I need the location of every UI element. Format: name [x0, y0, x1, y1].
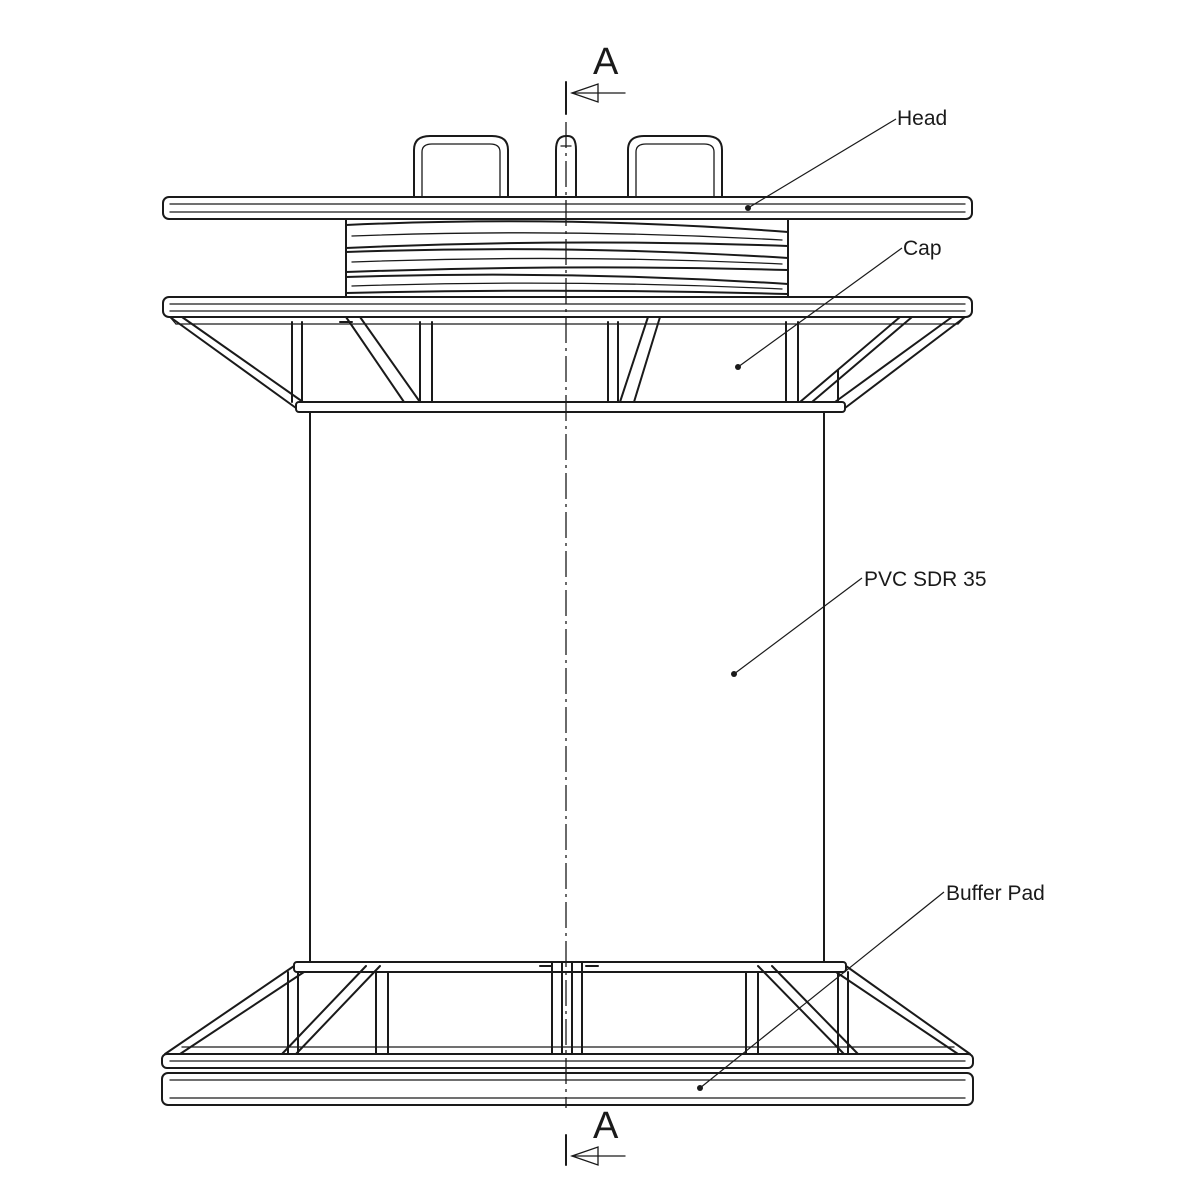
head-left-tab — [413, 135, 509, 198]
callout-buffer-pad: Buffer Pad — [697, 882, 1045, 1091]
section-label-top: A — [593, 41, 619, 83]
callout-head: Head — [745, 107, 947, 211]
cap-plate — [162, 296, 973, 318]
section-arrow-bottom — [570, 1146, 626, 1166]
head-center-spike — [555, 135, 577, 198]
cap-assembly — [162, 296, 973, 413]
head-right-tab — [627, 135, 723, 198]
section-label-bottom: A — [593, 1105, 619, 1147]
label-pipe: PVC SDR 35 — [864, 568, 987, 591]
callout-pipe: PVC SDR 35 — [731, 568, 987, 677]
base-assembly — [161, 961, 974, 1106]
label-head: Head — [897, 107, 947, 130]
buffer-pad — [161, 1072, 974, 1106]
label-buffer-pad: Buffer Pad — [946, 882, 1045, 905]
head-plate — [162, 196, 973, 220]
callout-cap: Cap — [735, 237, 942, 370]
cap-bottom-ring — [295, 401, 846, 413]
section-arrow-top — [570, 83, 626, 103]
head-assembly — [162, 135, 973, 220]
threaded-stem — [345, 218, 789, 297]
pvc-pipe — [309, 411, 825, 963]
label-cap: Cap — [903, 237, 942, 260]
section-line: A A — [565, 41, 626, 1166]
